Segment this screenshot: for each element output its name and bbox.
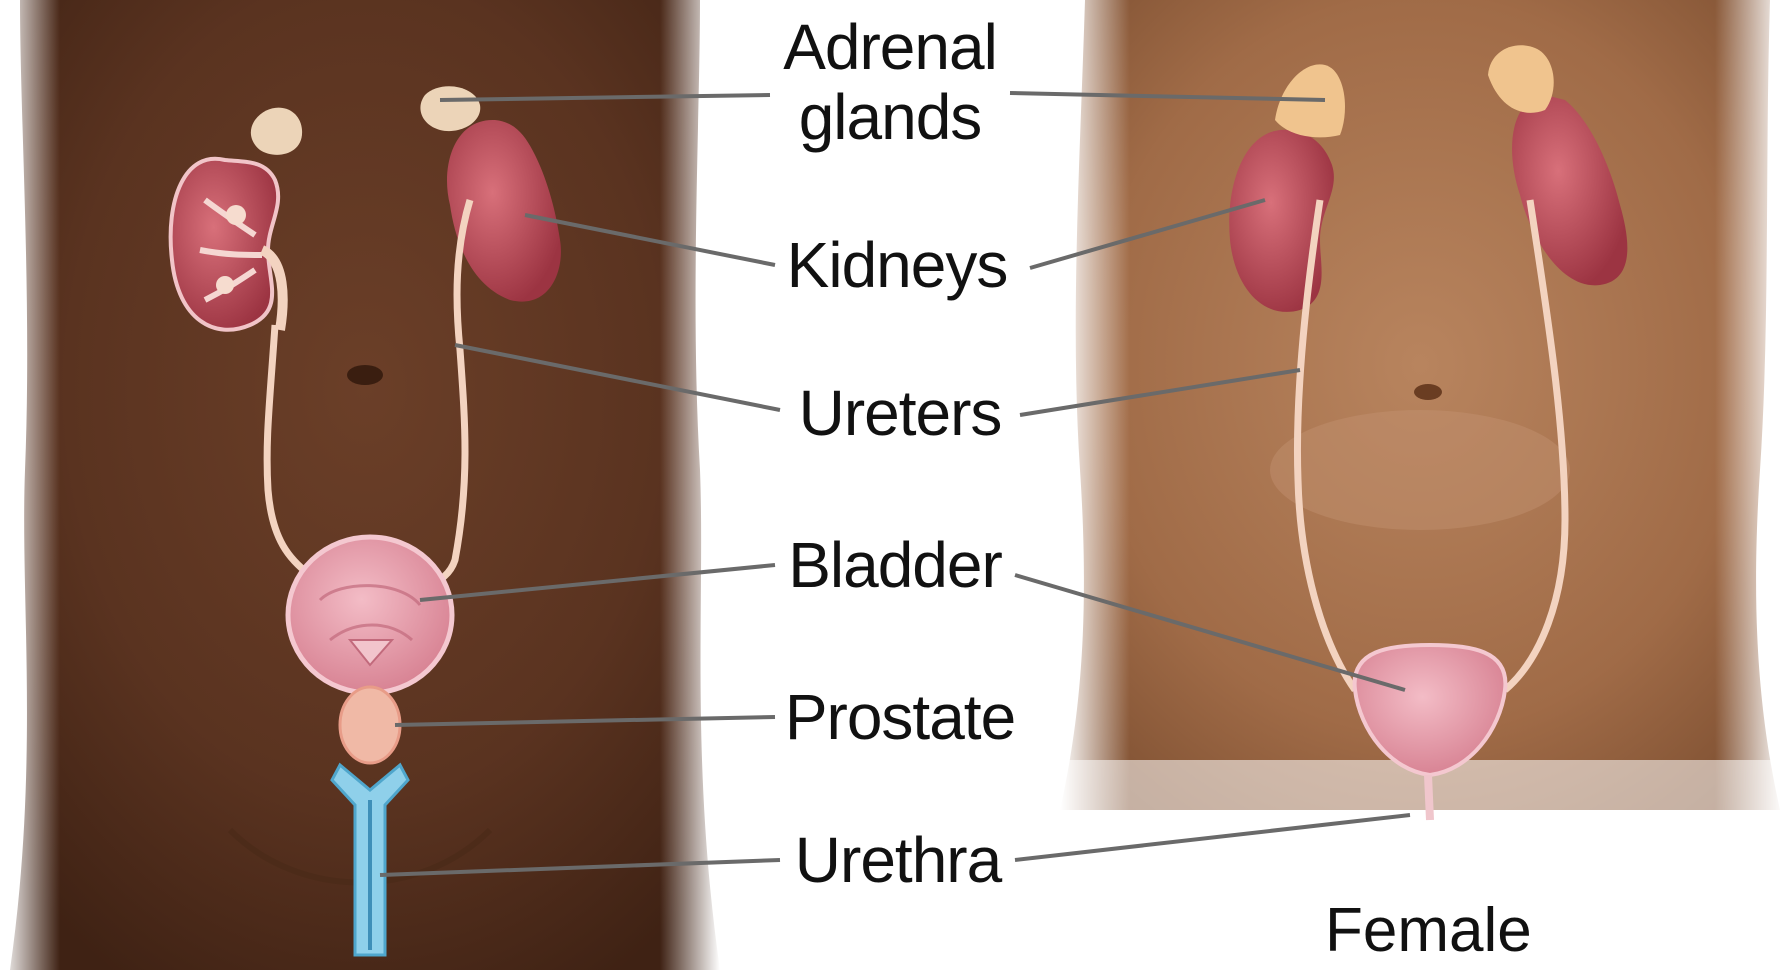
label-adrenal-glands: Adrenal glands (770, 12, 1010, 152)
label-prostate: Prostate (770, 682, 1030, 752)
label-ureters: Ureters (780, 378, 1020, 448)
label-kidneys: Kidneys (772, 230, 1022, 300)
caption-female: Female (1325, 895, 1532, 966)
male-bladder (288, 537, 452, 693)
leader-urethra-female (1015, 815, 1410, 860)
label-adrenal-line1: Adrenal (770, 12, 1010, 82)
male-navel (347, 365, 383, 385)
label-bladder: Bladder (775, 530, 1015, 600)
male-prostate (340, 687, 400, 763)
male-kidney-cross-section (171, 159, 283, 330)
female-urethra (1428, 775, 1430, 820)
label-urethra: Urethra (778, 825, 1018, 895)
female-navel (1414, 384, 1442, 400)
label-adrenal-line2: glands (770, 82, 1010, 152)
